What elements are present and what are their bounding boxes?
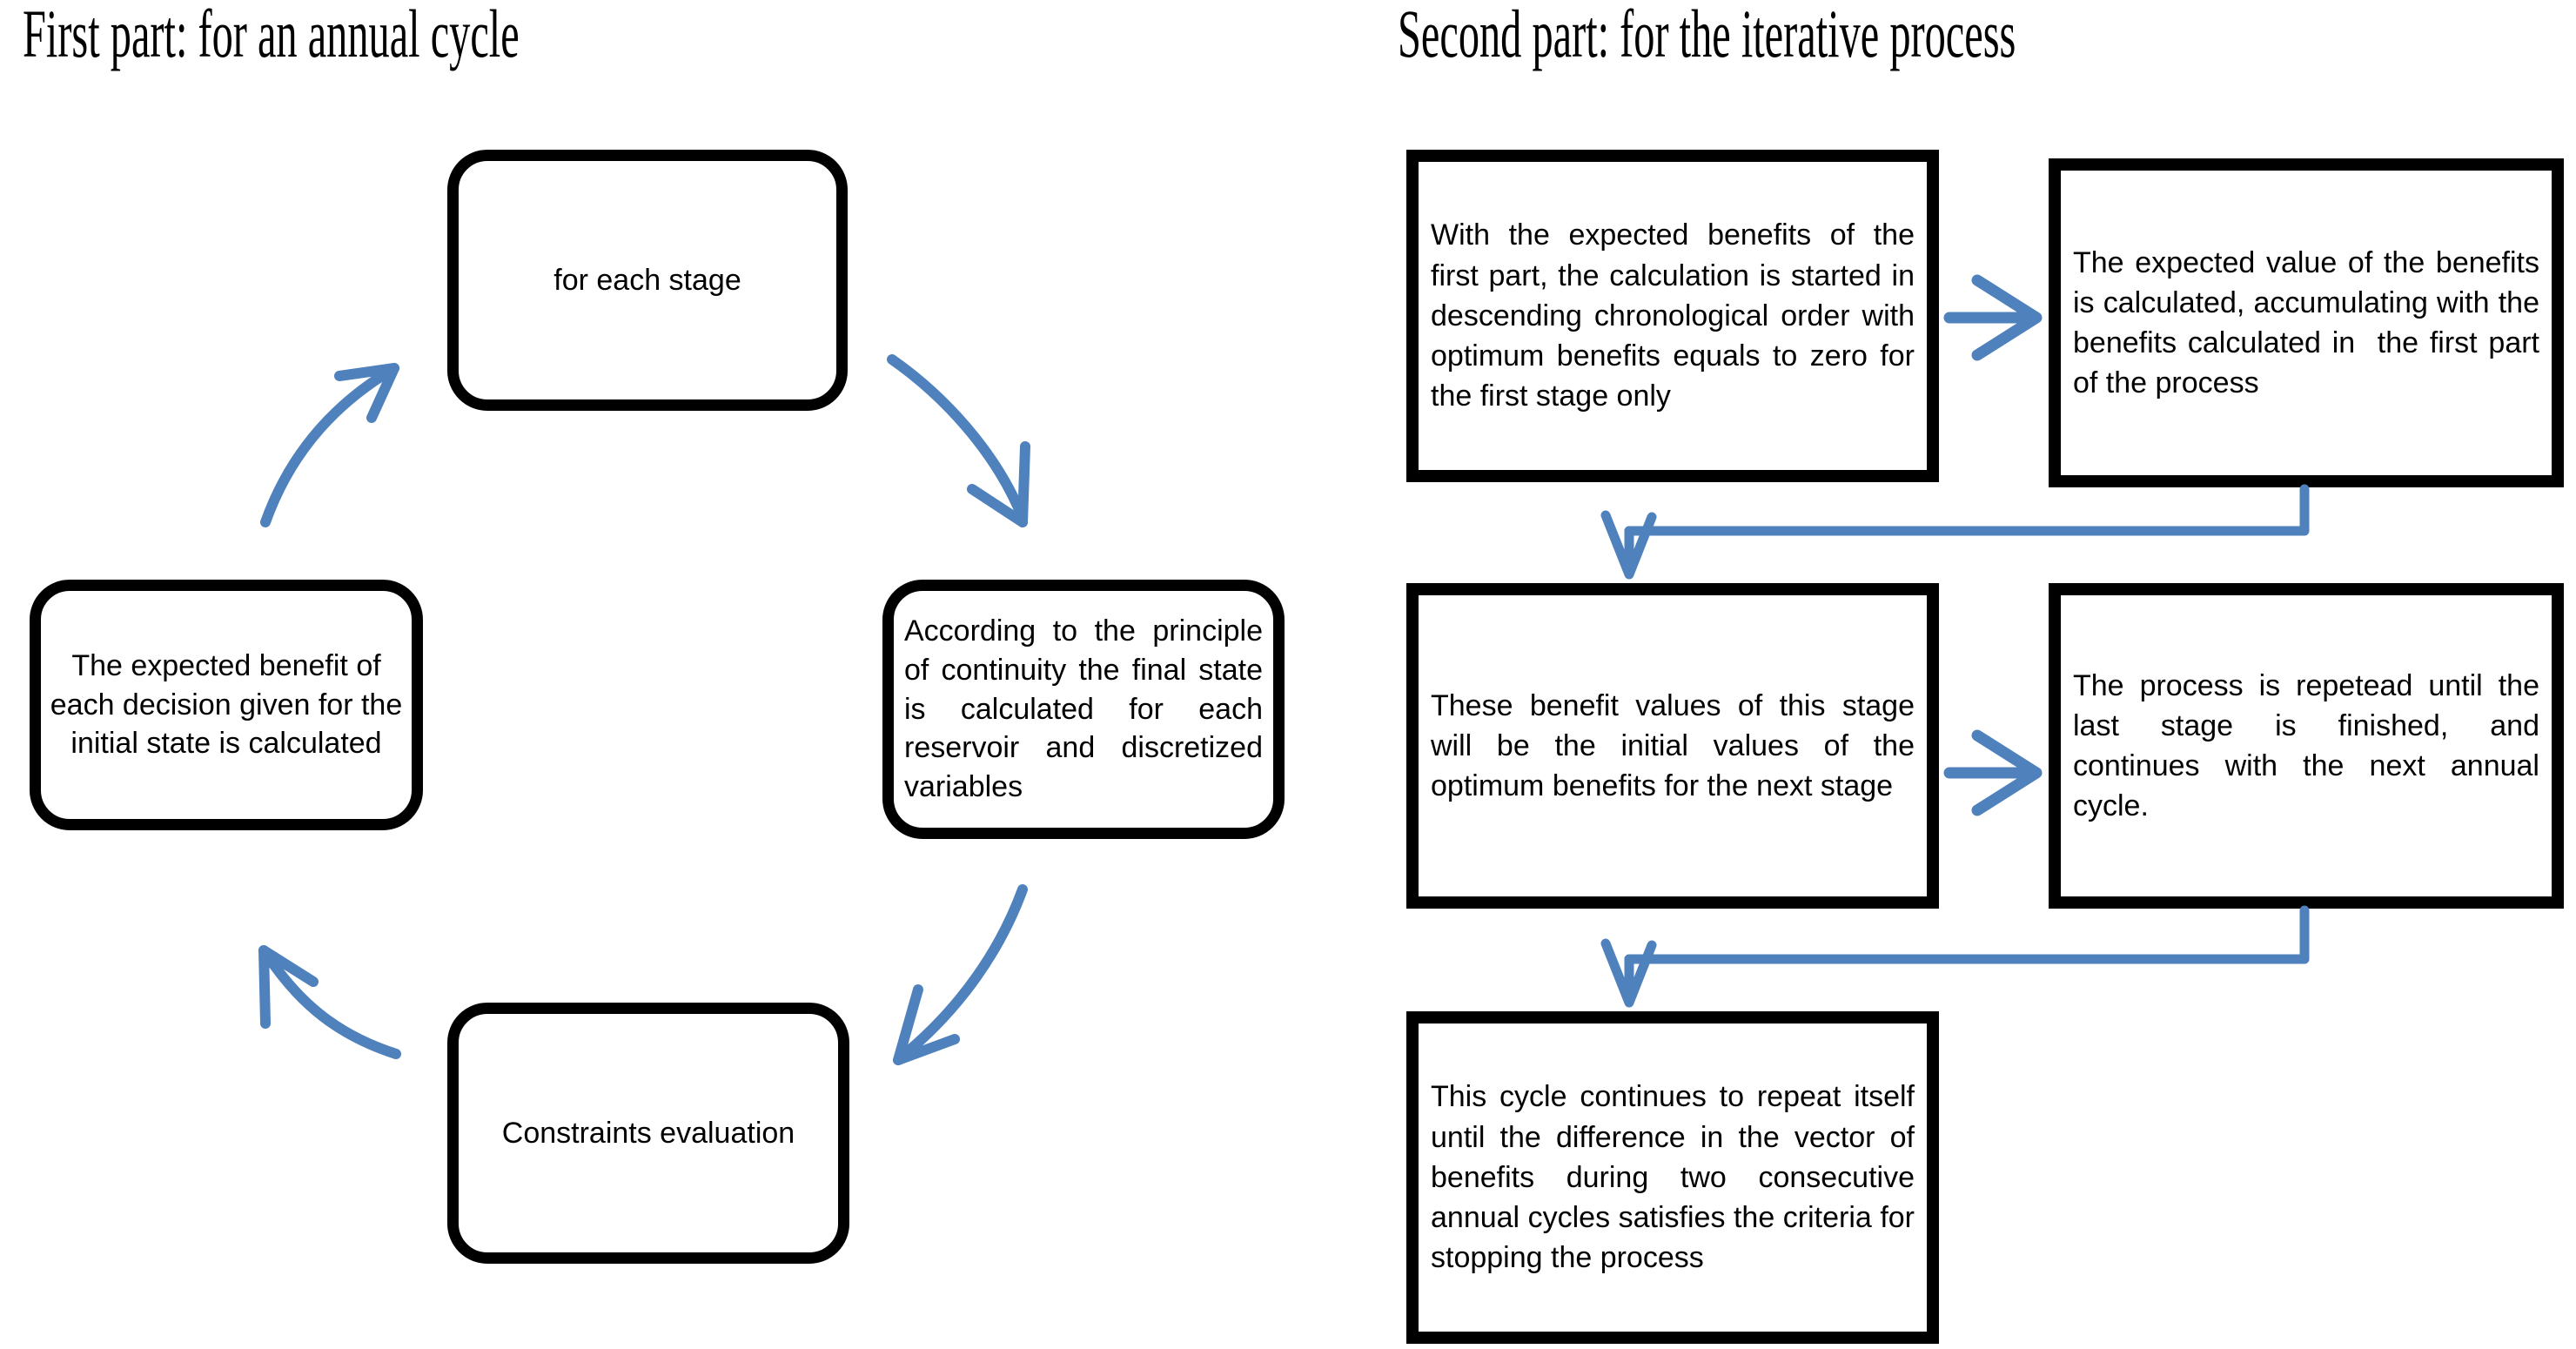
cycle-node-according-to-principle[interactable]: According to the principle of continuity… xyxy=(882,580,1285,839)
cycle-node-label: for each stage xyxy=(553,263,741,297)
cycle-arrow-according-to-constraints xyxy=(893,884,1028,1065)
flow-node-4-process-repeated[interactable]: The process is repetead until the last s… xyxy=(2049,583,2564,909)
cycle-node-for-each-stage[interactable]: for each stage xyxy=(447,150,848,411)
cycle-node-label: According to the principle of continuity… xyxy=(904,614,1263,804)
flow-node-1-with-expected-benefits[interactable]: With the expected benefits of the first … xyxy=(1406,150,1939,482)
flow-node-2-expected-value[interactable]: The expected value of the benefits is ca… xyxy=(2049,158,2564,487)
flow-arrow-n1-to-n2 xyxy=(1943,274,2043,361)
flow-node-3-these-benefit-values[interactable]: These benefit values of this stage will … xyxy=(1406,583,1939,909)
cycle-arrow-stage-to-according xyxy=(887,354,1030,527)
flow-node-label: These benefit values of this stage will … xyxy=(1431,688,1923,803)
flow-arrow-n3-to-n4 xyxy=(1943,729,2043,816)
flow-node-5-cycle-continues[interactable]: This cycle continues to repeat itself un… xyxy=(1406,1011,1939,1344)
page-title-left: First part: for an annual cycle xyxy=(23,0,520,71)
cycle-node-expected-benefit[interactable]: The expected benefit of each decision gi… xyxy=(30,580,423,830)
page-title-right: Second part: for the iterative process xyxy=(1398,0,2016,71)
flow-node-label: With the expected benefits of the first … xyxy=(1431,218,1923,413)
cycle-node-constraints-evaluation[interactable]: Constraints evaluation xyxy=(447,1003,849,1264)
flow-node-label: The expected value of the benefits is ca… xyxy=(2073,245,2548,400)
cycle-node-label: The expected benefit of each decision gi… xyxy=(50,648,403,761)
flow-node-label: This cycle continues to repeat itself un… xyxy=(1431,1080,1923,1275)
flow-node-label: The process is repetead until the last s… xyxy=(2073,668,2548,823)
cycle-node-label: Constraints evaluation xyxy=(501,1116,795,1150)
flow-arrow-n4-to-n5 xyxy=(1600,905,2310,1008)
cycle-arrow-expected-to-stage xyxy=(260,363,399,527)
cycle-arrow-constraints-to-expected xyxy=(258,945,401,1059)
flow-arrow-n2-to-n3 xyxy=(1600,484,2310,580)
